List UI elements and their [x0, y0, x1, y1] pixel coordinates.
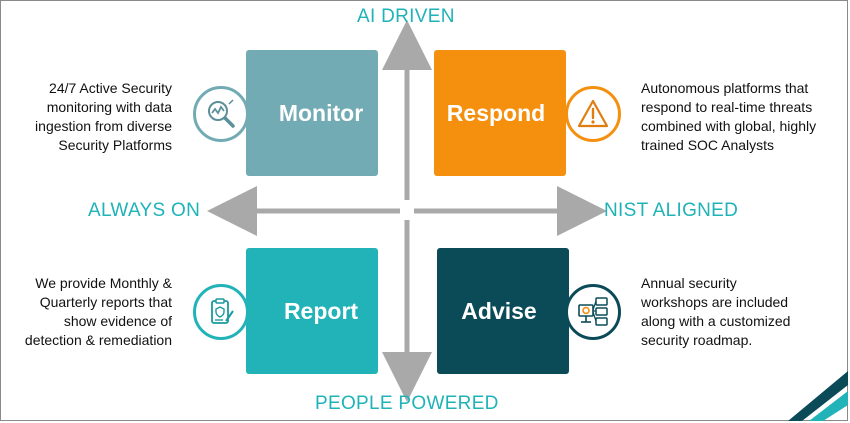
workshop-roadmap-icon [576, 295, 610, 329]
report-box: Report [246, 248, 378, 374]
monitor-box: Monitor [246, 50, 378, 176]
report-document-icon [206, 297, 236, 327]
respond-box: Respond [434, 50, 566, 176]
report-label: Report [283, 297, 359, 324]
monitor-label: Monitor [278, 99, 364, 126]
respond-badge [565, 86, 621, 142]
advise-label: Advise [461, 297, 537, 324]
monitor-description: 24/7 Active Security monitoring with dat… [35, 80, 172, 153]
advise-box: Advise [437, 248, 569, 374]
respond-label: Respond [446, 99, 546, 126]
axis-label-right: NIST ALIGNED [604, 200, 739, 221]
monitor-badge [193, 86, 249, 142]
axis-label-top: AI DRIVEN [357, 6, 455, 27]
report-description: We provide Monthly & Quarterly reports t… [24, 275, 172, 348]
corner-stripes [788, 371, 848, 421]
magnifier-chart-icon [205, 98, 237, 130]
warning-icon [577, 98, 609, 130]
advise-badge [565, 284, 621, 340]
report-badge [193, 284, 249, 340]
axis-label-left: ALWAYS ON [88, 200, 201, 221]
axis-label-bottom: PEOPLE POWERED [315, 393, 499, 414]
advise-description: Annual security workshops are included a… [641, 275, 791, 348]
respond-description: Autonomous platforms that respond to rea… [641, 80, 817, 153]
